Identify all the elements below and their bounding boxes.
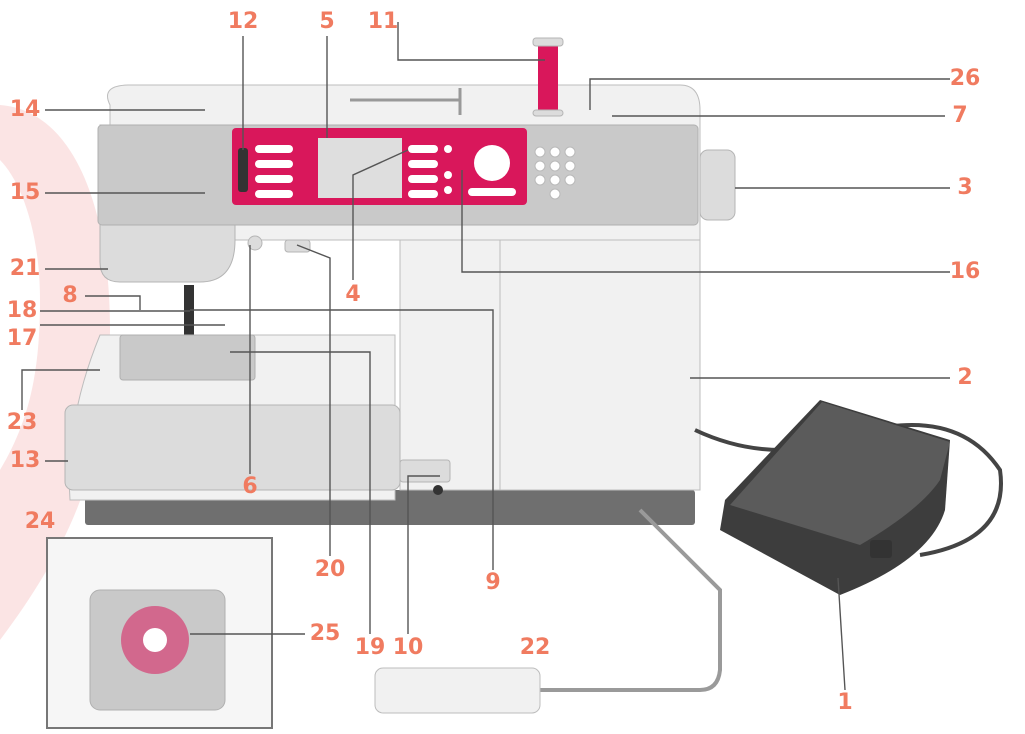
foot-control xyxy=(694,400,1003,595)
spool-top xyxy=(532,37,564,47)
callout-12: 12 xyxy=(227,9,259,34)
callout-15: 15 xyxy=(9,180,41,205)
needle-bar xyxy=(184,285,194,345)
speed-wheel xyxy=(238,148,248,192)
reverse-button xyxy=(247,235,263,251)
presser-lever xyxy=(284,239,311,253)
callout-11: 11 xyxy=(367,9,399,34)
background-swoosh xyxy=(0,105,110,640)
leader-line-26 xyxy=(589,78,950,110)
leader-line-10 xyxy=(407,475,440,634)
leader-line-1 xyxy=(837,577,846,691)
callout-4: 4 xyxy=(345,282,361,307)
panel-buttons-middle xyxy=(408,145,452,198)
sewing-machine xyxy=(64,37,736,525)
leader-line-23 xyxy=(21,369,100,410)
callout-24: 24 xyxy=(24,509,56,534)
callout-2: 2 xyxy=(957,365,973,390)
pedal-socket xyxy=(433,485,443,495)
display-screen xyxy=(318,138,402,198)
spool-bottom xyxy=(532,109,564,117)
leader-line-8 xyxy=(85,295,141,310)
panel-buttons-bottom xyxy=(468,188,516,196)
panel-buttons-left xyxy=(255,145,293,198)
leader-line-19 xyxy=(230,351,371,634)
accessory-tray xyxy=(64,404,401,491)
foot-control-plug xyxy=(870,540,892,558)
leader-lines xyxy=(21,22,950,691)
callout-17: 17 xyxy=(6,326,38,351)
callout-16: 16 xyxy=(949,259,981,284)
callout-19: 19 xyxy=(354,635,386,660)
spool-pin-thread xyxy=(538,42,558,114)
callout-26: 26 xyxy=(949,66,981,91)
top-thread-guide xyxy=(350,88,462,115)
callout-21: 21 xyxy=(9,256,41,281)
callout-13: 13 xyxy=(9,448,41,473)
bobbin-center xyxy=(143,628,167,652)
callout-9: 9 xyxy=(485,570,501,595)
callout-14: 14 xyxy=(9,97,41,122)
callout-6: 6 xyxy=(242,474,258,499)
knee-lifter xyxy=(374,508,722,714)
leader-line-20 xyxy=(296,244,331,556)
callout-8: 8 xyxy=(62,283,78,308)
bobbin-inset xyxy=(46,537,273,729)
needle-plate xyxy=(119,334,256,381)
foot-control-top xyxy=(730,402,950,545)
callout-22: 22 xyxy=(519,635,551,660)
handwheel xyxy=(699,149,736,221)
callout-10: 10 xyxy=(392,635,424,660)
navigation-wheel xyxy=(474,145,510,181)
leader-line-4 xyxy=(352,149,409,280)
callout-18: 18 xyxy=(6,298,38,323)
knee-lifter-bar xyxy=(540,508,722,692)
callout-5: 5 xyxy=(319,9,335,34)
stitch-buttons xyxy=(534,146,576,200)
callout-20: 20 xyxy=(314,557,346,582)
leader-line-11 xyxy=(397,22,545,61)
callout-1: 1 xyxy=(837,690,853,715)
leader-line-16 xyxy=(461,170,950,273)
callout-3: 3 xyxy=(957,175,973,200)
knee-lifter-socket xyxy=(374,667,541,714)
callout-23: 23 xyxy=(6,410,38,435)
callout-25: 25 xyxy=(309,621,341,646)
leader-line-9 xyxy=(190,309,494,570)
callout-7: 7 xyxy=(952,103,968,128)
